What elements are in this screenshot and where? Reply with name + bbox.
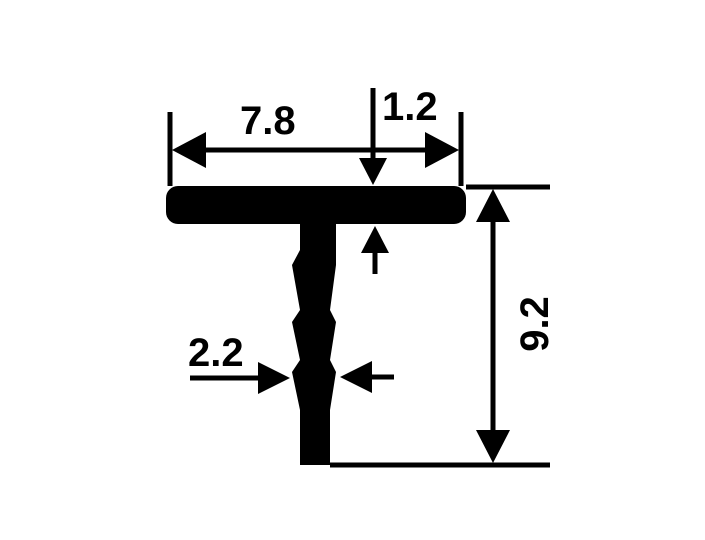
flange xyxy=(166,186,466,224)
arrow-up-icon xyxy=(476,189,510,222)
extension-lines xyxy=(167,88,550,468)
label-total-height: 9.2 xyxy=(513,296,557,352)
label-barb-width: 2.2 xyxy=(188,331,244,375)
dimension-flange-thickness xyxy=(359,158,389,274)
dimension-barb-width xyxy=(190,361,394,394)
t-profile-shape xyxy=(166,186,466,465)
stem xyxy=(292,220,336,465)
arrow-right-icon xyxy=(425,132,459,168)
arrow-left-icon xyxy=(172,132,206,168)
dimension-total-height xyxy=(476,189,510,463)
arrow-up-icon xyxy=(361,226,389,253)
label-flange-thickness: 1.2 xyxy=(382,85,438,129)
dimension-top-width xyxy=(172,132,459,168)
arrow-down-icon xyxy=(359,158,387,185)
arrow-left-icon xyxy=(340,361,372,393)
arrow-down-icon xyxy=(476,430,510,463)
arrow-right-icon xyxy=(258,362,290,394)
label-top-width: 7.8 xyxy=(240,99,296,143)
